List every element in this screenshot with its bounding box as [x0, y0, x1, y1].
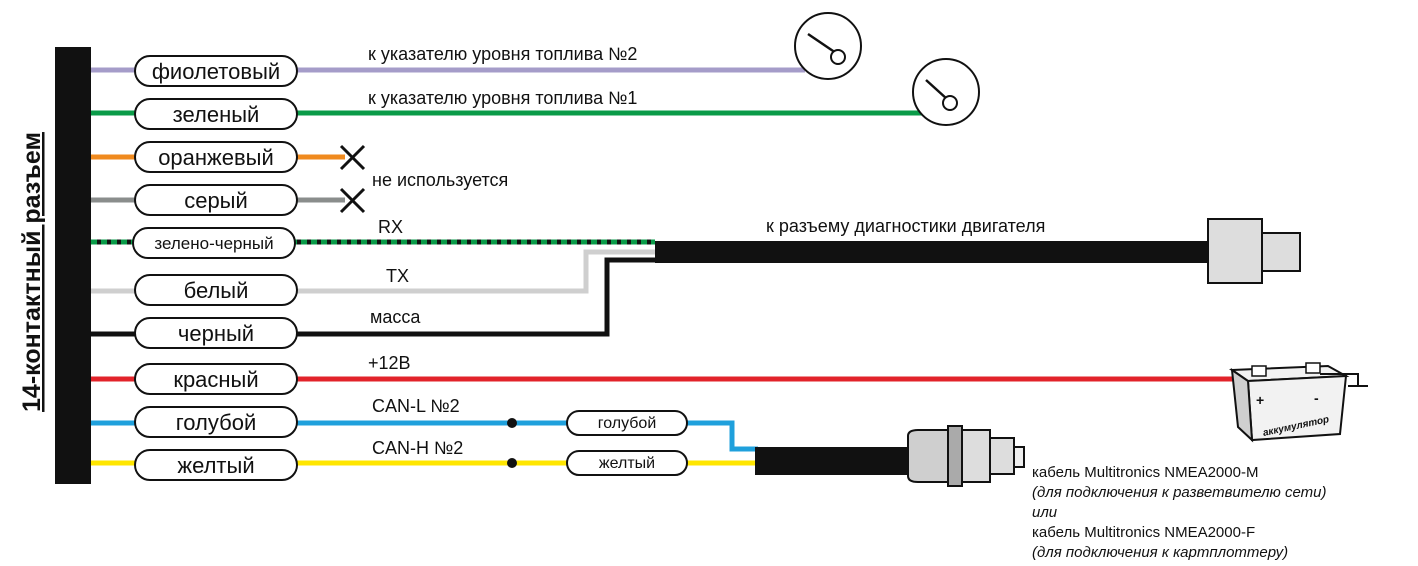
label-orange: оранжевый [134, 141, 298, 173]
svg-text:серый: серый [184, 188, 248, 213]
label-grey: серый [134, 184, 298, 216]
svg-text:-: - [1314, 390, 1319, 406]
note-fuel-1: к указателю уровня топлива №1 [368, 88, 637, 108]
wire-black [91, 257, 655, 337]
svg-text:голубой: голубой [176, 410, 257, 435]
svg-text:желтый: желтый [599, 455, 655, 472]
note-mass: масса [370, 307, 421, 327]
label-blue: голубой [134, 406, 298, 438]
svg-text:зеленый: зеленый [173, 102, 260, 127]
fuel-gauge-1-icon [912, 58, 980, 126]
nmea-note-m: кабель Multitronics NMEA2000-M [1032, 464, 1258, 481]
svg-text:черный: черный [178, 321, 254, 346]
label-green: зеленый [134, 98, 298, 130]
note-unused: не используется [372, 170, 508, 190]
svg-text:красный: красный [173, 367, 258, 392]
wire-blue [91, 420, 758, 452]
ground-icon [1320, 373, 1368, 387]
can-l-junction [507, 418, 517, 428]
nmea-note-f: кабель Multitronics NMEA2000-F [1032, 524, 1255, 541]
nmea-cable [755, 447, 910, 475]
label-black: черный [134, 317, 298, 349]
unused-x-mark-orange [339, 144, 366, 171]
svg-text:желтый: желтый [177, 453, 254, 478]
inline-label-blue: голубой [566, 410, 688, 436]
nmea-connector-icon [907, 425, 1025, 487]
battery-icon: + - аккумулятор [1228, 362, 1350, 443]
svg-text:голубой: голубой [598, 415, 657, 432]
label-red: красный [134, 363, 298, 395]
svg-text:+: + [1256, 392, 1264, 408]
svg-text:оранжевый: оранжевый [158, 145, 274, 170]
fuel-gauge-2-icon [794, 12, 862, 80]
unused-x-mark-grey [339, 187, 366, 214]
nmea-note-m-desc: (для подключения к разветвителю сети) [1032, 484, 1327, 501]
note-tx: TX [386, 266, 409, 286]
note-can-l: CAN-L №2 [372, 396, 460, 416]
note-fuel-2: к указателю уровня топлива №2 [368, 44, 637, 64]
label-green-black: зелено-черный [132, 227, 296, 259]
can-h-junction [507, 458, 517, 468]
svg-text:зелено-черный: зелено-черный [154, 234, 273, 253]
connector-title: 14-контактный разъем [18, 132, 46, 412]
svg-text:белый: белый [184, 278, 249, 303]
wire-white [91, 249, 655, 294]
inline-label-yellow: желтый [566, 450, 688, 476]
note-12v: +12В [368, 353, 411, 373]
note-diag: к разъему диагностики двигателя [766, 216, 1045, 236]
connector-block [55, 47, 91, 484]
diag-cable [655, 241, 1210, 263]
note-rx: RX [378, 217, 403, 237]
nmea-note-f-desc: (для подключения к картплоттеру) [1032, 544, 1288, 561]
label-yellow: желтый [134, 449, 298, 481]
nmea-note-or: или [1032, 504, 1058, 521]
note-can-h: CAN-H №2 [372, 438, 463, 458]
svg-text:фиолетовый: фиолетовый [152, 59, 280, 84]
diag-connector-icon [1207, 218, 1301, 284]
label-violet: фиолетовый [134, 55, 298, 87]
label-white: белый [134, 274, 298, 306]
